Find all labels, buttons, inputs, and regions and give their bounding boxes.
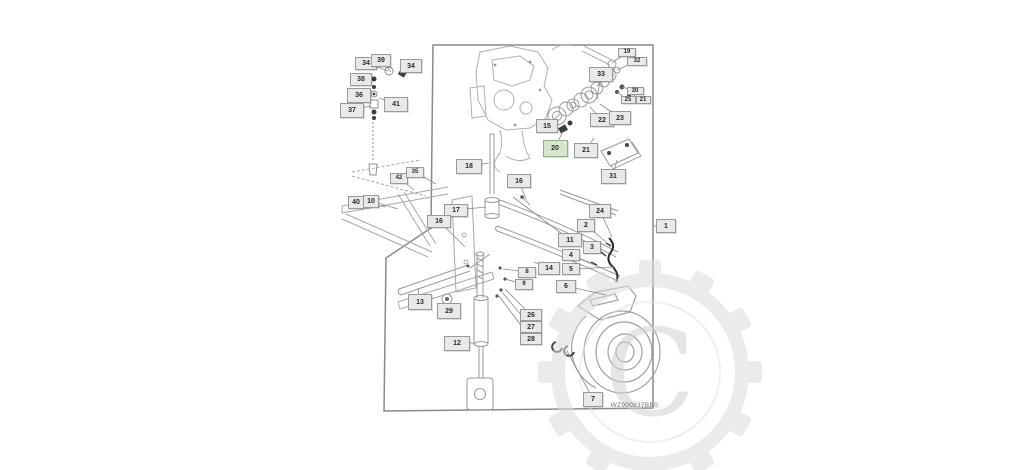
callout-36[interactable]: 36 <box>347 87 371 103</box>
callout-34[interactable]: 34 <box>400 59 422 73</box>
callout-11[interactable]: 11 <box>558 233 582 247</box>
callout-18[interactable]: 18 <box>456 158 482 174</box>
callout-37[interactable]: 37 <box>340 102 364 118</box>
callout-20[interactable]: 20 <box>542 139 568 157</box>
callout-8[interactable]: 8 <box>518 266 536 278</box>
callout-35[interactable]: 35 <box>406 166 424 178</box>
callout-25[interactable]: 25 <box>620 96 636 104</box>
callout-23[interactable]: 23 <box>609 111 631 125</box>
callout-13[interactable]: 13 <box>408 294 432 310</box>
callout-17[interactable]: 17 <box>444 203 468 217</box>
lift-shaft <box>466 251 494 411</box>
callout-12[interactable]: 12 <box>444 335 470 351</box>
gearbox-drawing <box>469 44 613 173</box>
callout-31[interactable]: 31 <box>600 168 626 184</box>
callout-5[interactable]: 5 <box>562 263 580 275</box>
callout-26[interactable]: 26 <box>520 309 542 321</box>
callout-38[interactable]: 38 <box>350 72 372 86</box>
callout-24[interactable]: 24 <box>589 204 611 218</box>
callout-2[interactable]: 2 <box>577 218 595 232</box>
callout-9[interactable]: 9 <box>515 278 533 290</box>
callout-27[interactable]: 27 <box>520 321 542 333</box>
callout-41[interactable]: 41 <box>384 96 408 112</box>
image-code: WZ900937BE0 <box>610 402 658 409</box>
callout-42[interactable]: 42 <box>390 172 408 184</box>
callout-28[interactable]: 28 <box>520 333 542 345</box>
callout-40[interactable]: 40 <box>348 195 364 209</box>
wheel-assembly <box>570 285 661 394</box>
leader-line-7 <box>566 350 594 400</box>
frame-border <box>383 44 654 412</box>
watermark-letter: C <box>604 305 696 444</box>
hairpin-pin <box>590 237 619 283</box>
callout-39[interactable]: 39 <box>371 53 391 67</box>
callout-30[interactable]: 30 <box>626 87 644 95</box>
callout-15[interactable]: 15 <box>536 119 558 133</box>
callout-10[interactable]: 10 <box>363 194 379 208</box>
callout-7[interactable]: 7 <box>583 391 603 407</box>
callout-16[interactable]: 16 <box>427 214 451 228</box>
callout-14[interactable]: 14 <box>538 261 560 275</box>
leader-line-11 <box>512 196 571 241</box>
callout-4[interactable]: 4 <box>562 249 580 261</box>
callout-21[interactable]: 21 <box>635 96 651 104</box>
watermark: C <box>538 260 762 470</box>
callout-33[interactable]: 33 <box>589 66 613 82</box>
callout-1[interactable]: 1 <box>656 219 676 233</box>
callout-3[interactable]: 3 <box>583 240 601 254</box>
callout-19[interactable]: 19 <box>618 47 636 57</box>
callout-29[interactable]: 29 <box>437 303 461 319</box>
callout-32[interactable]: 32 <box>627 56 647 66</box>
callout-16[interactable]: 16 <box>507 174 531 188</box>
plate-part <box>600 138 642 170</box>
callout-21[interactable]: 21 <box>574 142 598 158</box>
callout-6[interactable]: 6 <box>556 279 576 293</box>
